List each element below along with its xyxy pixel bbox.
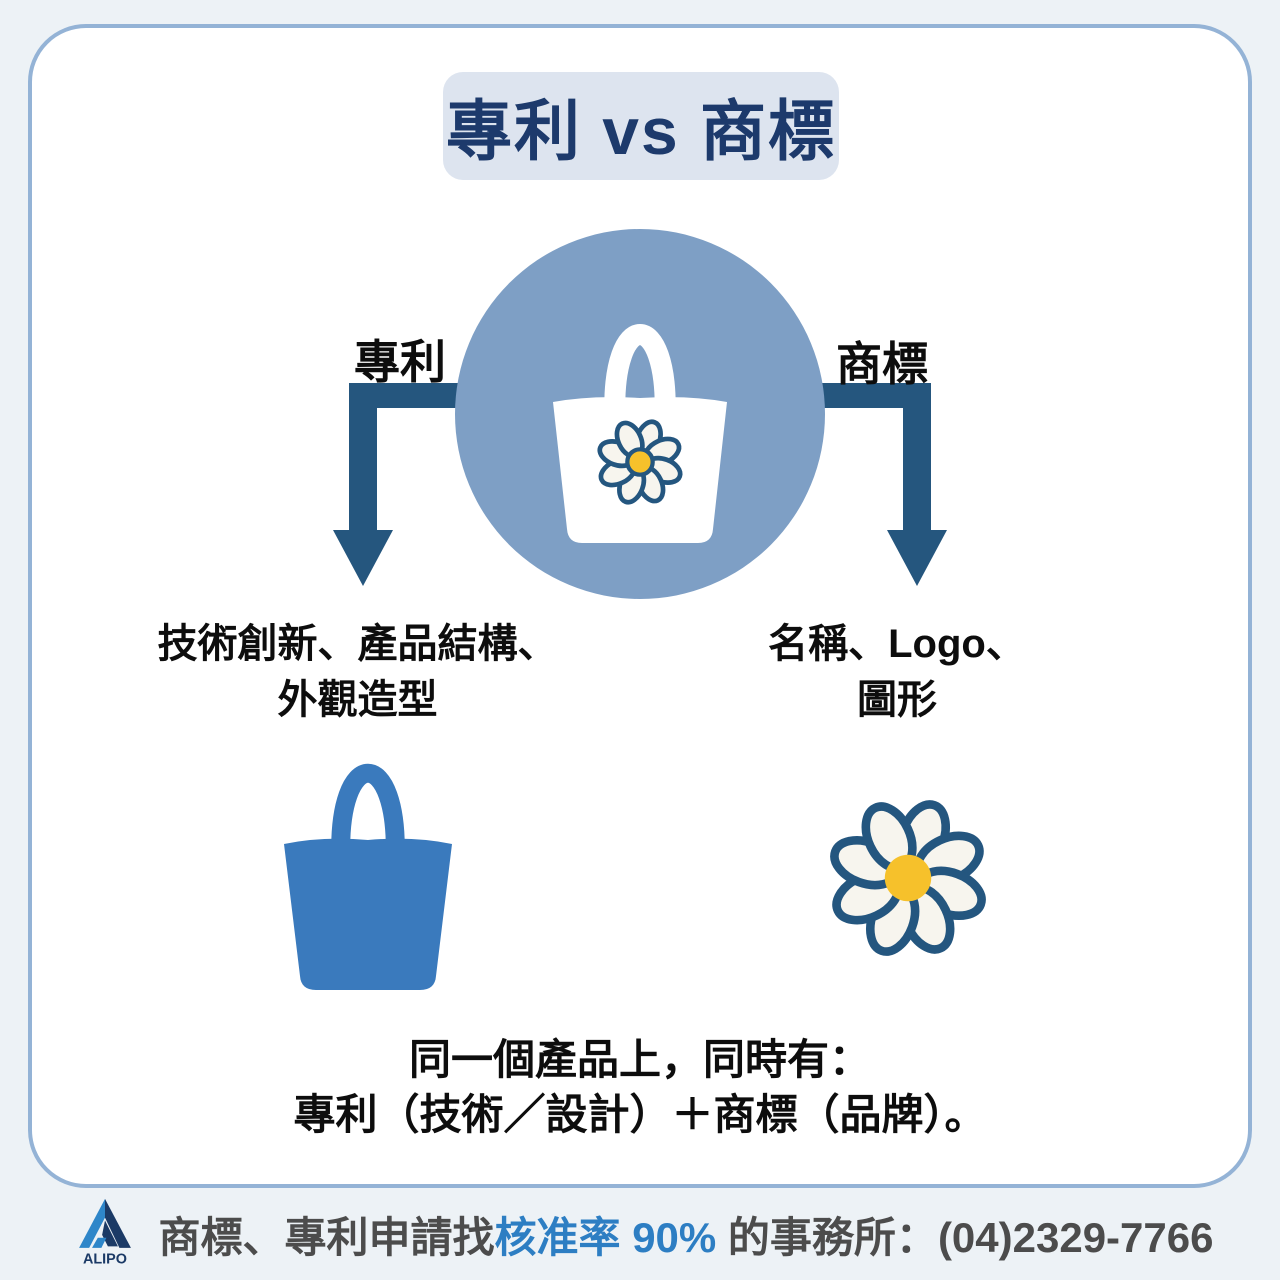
summary-line1: 同一個產品上，同時有： (408, 1036, 871, 1083)
footer-phone: (04)2329-7766 (937, 1213, 1214, 1261)
left-branch-label: 專利 (354, 336, 446, 388)
footer-text-prefix: 商標、專利申請找 (158, 1213, 495, 1261)
left-branch-description: 技術創新、產品結構、 外觀造型 (135, 616, 580, 728)
footer-text-suffix: 的事務所： (716, 1213, 938, 1261)
footer: ALIPO 商標、專利申請找核准率 90% 的事務所：(04)2329-7766 (0, 1188, 1280, 1280)
daisy-flower-icon (822, 792, 994, 964)
center-circle (455, 229, 825, 599)
infographic-card (28, 24, 1252, 1188)
blue-tote-bag-icon (284, 763, 452, 990)
right-branch-label: 商標 (836, 338, 928, 390)
footer-text-highlight: 核准率 90% (494, 1213, 717, 1261)
left-branch-line2: 外觀造型 (277, 678, 438, 722)
footer-text: 商標、專利申請找核准率 90% 的事務所：(04)2329-7766 (159, 1204, 1214, 1265)
left-branch-line1: 技術創新、產品結構、 (157, 622, 558, 666)
svg-text:ALIPO: ALIPO (83, 1252, 127, 1268)
right-branch-line1: 名稱、Logo、 (768, 622, 1026, 666)
page-title: 專利 vs 商標 (445, 94, 837, 168)
title-box: 專利 vs 商標 (443, 72, 839, 180)
right-branch-line2: 圖形 (857, 678, 937, 722)
summary-line2: 專利（技術／設計）＋商標（品牌）。 (293, 1091, 987, 1139)
alipo-logo-icon: ALIPO (78, 1198, 131, 1268)
summary-text: 同一個產品上，同時有： 專利（技術／設計）＋商標（品牌）。 (0, 1032, 1280, 1143)
right-branch-description: 名稱、Logo、 圖形 (697, 616, 1097, 728)
white-tote-bag-icon (553, 324, 727, 543)
